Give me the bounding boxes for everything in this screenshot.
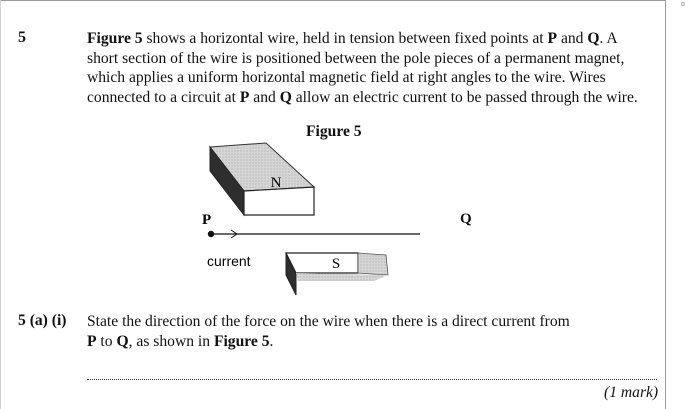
text-run: to bbox=[96, 332, 117, 350]
text-run: short section of the wire is positioned … bbox=[87, 49, 625, 67]
question-number: 5 bbox=[18, 29, 26, 46]
text-run: . bbox=[269, 332, 274, 350]
intro-line: short section of the wire is positioned … bbox=[87, 49, 661, 69]
text-run: allow an electric current to be passed t… bbox=[291, 88, 638, 106]
part-line: P to Q, as shown in Figure 5. bbox=[87, 332, 647, 352]
intro-line: which applies a uniform horizontal magne… bbox=[87, 68, 661, 88]
corner-mark: ɑ bbox=[681, 1, 685, 8]
part-number: 5 (a) (i) bbox=[18, 312, 67, 329]
text-run: which applies a uniform horizontal magne… bbox=[87, 69, 606, 86]
text-run: State the direction of the force on the … bbox=[87, 313, 570, 330]
current-arrow bbox=[230, 229, 238, 239]
label-current: current bbox=[207, 253, 251, 269]
part-question-text: State the direction of the force on the … bbox=[87, 312, 647, 351]
north-magnet bbox=[209, 142, 316, 217]
bold-text: Q bbox=[116, 332, 129, 350]
text-run: and bbox=[557, 30, 588, 47]
text-run: shows a horizontal wire, held in tension… bbox=[142, 30, 548, 47]
intro-line: connected to a circuit at P and Q allow … bbox=[87, 88, 661, 108]
point-p bbox=[207, 230, 215, 238]
mark-allocation: (1 mark) bbox=[604, 384, 659, 401]
label-p: P bbox=[202, 212, 211, 228]
question-intro-text: Figure 5 shows a horizontal wire, held i… bbox=[87, 29, 661, 107]
page-frame-top bbox=[0, 0, 665, 1]
bold-text: P bbox=[547, 30, 558, 47]
text-run: . A bbox=[599, 30, 618, 47]
bold-text: P bbox=[87, 332, 97, 350]
answer-line[interactable] bbox=[87, 379, 657, 380]
text-run: , as shown in bbox=[128, 332, 214, 350]
part-line: State the direction of the force on the … bbox=[87, 312, 647, 332]
text-run: connected to a circuit at bbox=[87, 88, 240, 106]
bold-text: Q bbox=[279, 88, 292, 106]
page-frame-right bbox=[665, 0, 666, 409]
text-run: and bbox=[249, 88, 280, 106]
figure-5-diagram: N P S current bbox=[202, 142, 420, 296]
label-s: S bbox=[332, 256, 340, 272]
figure-title: Figure 5 bbox=[306, 123, 362, 140]
south-magnet bbox=[285, 252, 389, 296]
intro-line: Figure 5 shows a horizontal wire, held i… bbox=[87, 29, 661, 49]
bold-text: Figure 5 bbox=[87, 30, 143, 47]
bold-text: P bbox=[239, 88, 250, 106]
label-q: Q bbox=[460, 211, 472, 227]
bold-text: Figure 5 bbox=[213, 332, 270, 350]
page-frame-left bbox=[0, 0, 1, 409]
label-n: N bbox=[271, 175, 282, 191]
bold-text: Q bbox=[587, 30, 600, 47]
